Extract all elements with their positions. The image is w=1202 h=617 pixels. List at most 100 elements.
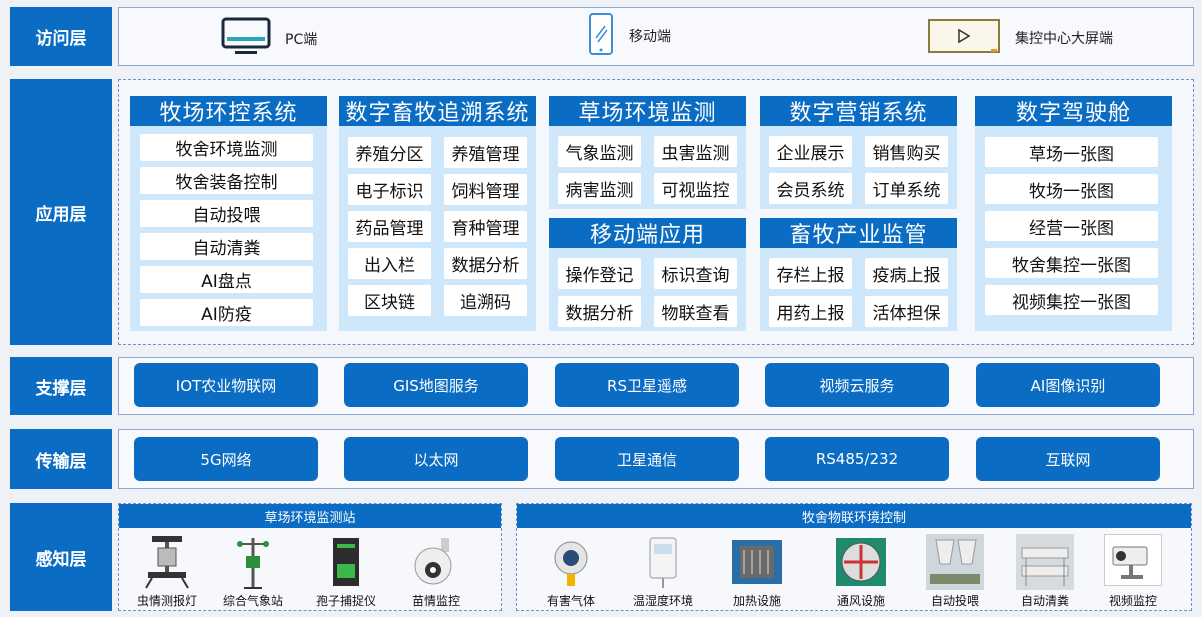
device[interactable]: 通风设施 <box>819 534 903 609</box>
panel-industry: 畜牧产业监管 存栏上报 疫病上报 用药上报 活体担保 <box>760 218 957 331</box>
transport-item[interactable]: 卫星通信 <box>555 437 739 481</box>
app-item[interactable]: 牧场一张图 <box>985 174 1158 204</box>
app-item[interactable]: 饲料管理 <box>444 174 527 205</box>
panel-ranch-env: 牧场环控系统 牧舍环境监测 牧舍装备控制 自动投喂 自动清粪 AI盘点 AI防疫 <box>130 96 327 331</box>
support-item[interactable]: 视频云服务 <box>765 363 949 407</box>
sense-group-title: 牧舍物联环境控制 <box>517 504 1191 528</box>
dome-camera-icon <box>407 534 465 586</box>
panel-mobile-app: 移动端应用 操作登记 标识查询 数据分析 物联查看 <box>549 218 746 331</box>
device[interactable]: 综合气象站 <box>211 534 295 609</box>
app-item[interactable]: 活体担保 <box>865 296 948 327</box>
panel-title: 数字畜牧追溯系统 <box>339 96 536 126</box>
app-item[interactable]: 企业展示 <box>769 136 852 167</box>
fan-icon <box>832 534 890 586</box>
app-item[interactable]: 操作登记 <box>558 258 641 289</box>
device[interactable]: 自动清粪 <box>1003 534 1087 609</box>
access-layer-box: PC端 移动端 集控中心大屏端 <box>118 7 1194 66</box>
device-name: 孢子捕捉仪 <box>315 594 376 608</box>
support-item[interactable]: AI图像识别 <box>976 363 1160 407</box>
support-item[interactable]: GIS地图服务 <box>344 363 528 407</box>
app-item[interactable]: 区块链 <box>348 285 431 316</box>
app-item[interactable]: 养殖分区 <box>348 137 431 168</box>
app-item[interactable]: 订单系统 <box>865 173 948 204</box>
device[interactable]: 苗情监控 <box>394 534 478 609</box>
device-name: 通风设施 <box>836 594 885 608</box>
device-name: 视频监控 <box>1108 594 1157 608</box>
app-item[interactable]: AI盘点 <box>140 266 313 293</box>
app-item[interactable]: 牧舍集控一张图 <box>985 248 1158 278</box>
app-item[interactable]: 自动清粪 <box>140 233 313 260</box>
app-item[interactable]: 数据分析 <box>558 296 641 327</box>
support-item[interactable]: RS卫星遥感 <box>555 363 739 407</box>
access-mobile[interactable]: 移动端 <box>587 12 671 60</box>
panel-title: 数字营销系统 <box>760 96 957 126</box>
panel-title: 移动端应用 <box>549 218 746 248</box>
device-name: 温湿度环境 <box>632 594 693 608</box>
app-item[interactable]: 草场一张图 <box>985 137 1158 167</box>
panel-title: 牧场环控系统 <box>130 96 327 126</box>
app-item[interactable]: 可视监控 <box>654 173 737 204</box>
transport-item[interactable]: 5G网络 <box>134 437 318 481</box>
app-item[interactable]: 虫害监测 <box>654 136 737 167</box>
layer-label-access: 访问层 <box>10 7 112 66</box>
app-item[interactable]: 标识查询 <box>654 258 737 289</box>
app-item[interactable]: 经营一张图 <box>985 211 1158 241</box>
insect-trap-lamp-icon <box>138 534 196 589</box>
panel-title: 草场环境监测 <box>549 96 746 126</box>
layer-label-application: 应用层 <box>10 79 112 345</box>
app-item[interactable]: 销售购买 <box>865 136 948 167</box>
app-item[interactable]: 物联查看 <box>654 296 737 327</box>
device[interactable]: 视频监控 <box>1091 534 1175 609</box>
perception-barn-control: 牧舍物联环境控制 有害气体 温湿度环境 <box>516 503 1192 611</box>
app-item[interactable]: 出入栏 <box>348 248 431 279</box>
mobile-phone-icon <box>587 12 615 60</box>
app-item[interactable]: 追溯码 <box>444 285 527 316</box>
perception-grass-station: 草场环境监测站 虫情测报灯 综合气象站 <box>118 503 502 611</box>
app-item[interactable]: 气象监测 <box>558 136 641 167</box>
app-item[interactable]: 疫病上报 <box>865 258 948 289</box>
device[interactable]: 孢子捕捉仪 <box>304 534 388 609</box>
app-item[interactable]: 牧舍装备控制 <box>140 167 313 194</box>
sense-group-title: 草场环境监测站 <box>119 504 501 528</box>
spore-trap-icon <box>317 534 375 586</box>
device-name: 苗情监控 <box>411 594 460 608</box>
access-pc[interactable]: PC端 <box>221 17 317 61</box>
app-item[interactable]: 会员系统 <box>769 173 852 204</box>
device-name: 虫情测报灯 <box>136 594 197 608</box>
layer-label-transport: 传输层 <box>10 429 112 489</box>
transport-item[interactable]: 互联网 <box>976 437 1160 481</box>
device[interactable]: 虫情测报灯 <box>125 534 209 609</box>
app-item[interactable]: 自动投喂 <box>140 200 313 227</box>
app-item[interactable]: 电子标识 <box>348 174 431 205</box>
support-item[interactable]: IOT农业物联网 <box>134 363 318 407</box>
app-item[interactable]: 养殖管理 <box>444 137 527 168</box>
device[interactable]: 加热设施 <box>715 534 799 609</box>
access-bigscreen[interactable]: 集控中心大屏端 <box>927 16 1113 60</box>
device[interactable]: 温湿度环境 <box>621 534 705 609</box>
gas-sensor-icon <box>542 534 600 586</box>
heater-icon <box>728 534 786 586</box>
app-item[interactable]: 病害监测 <box>558 173 641 204</box>
device-name: 自动投喂 <box>930 594 979 608</box>
device[interactable]: 自动投喂 <box>913 534 997 609</box>
transport-item[interactable]: RS485/232 <box>765 437 949 481</box>
thermometer-hygrometer-icon <box>634 534 692 588</box>
access-mobile-label: 移动端 <box>629 29 671 45</box>
panel-title: 数字驾驶舱 <box>975 96 1172 126</box>
device[interactable]: 有害气体 <box>529 534 613 609</box>
app-item[interactable]: 数据分析 <box>444 248 527 279</box>
device-name: 有害气体 <box>546 594 595 608</box>
app-item[interactable]: AI防疫 <box>140 299 313 326</box>
device-name: 自动清粪 <box>1020 594 1069 608</box>
app-item[interactable]: 用药上报 <box>769 296 852 327</box>
app-item[interactable]: 存栏上报 <box>769 258 852 289</box>
access-pc-label: PC端 <box>285 32 318 48</box>
transport-item[interactable]: 以太网 <box>344 437 528 481</box>
panel-title: 畜牧产业监管 <box>760 218 957 248</box>
feeder-icon <box>926 534 984 590</box>
app-item[interactable]: 牧舍环境监测 <box>140 134 313 161</box>
device-name: 综合气象站 <box>222 594 283 608</box>
app-item[interactable]: 视频集控一张图 <box>985 285 1158 315</box>
app-item[interactable]: 药品管理 <box>348 211 431 242</box>
app-item[interactable]: 育种管理 <box>444 211 527 242</box>
